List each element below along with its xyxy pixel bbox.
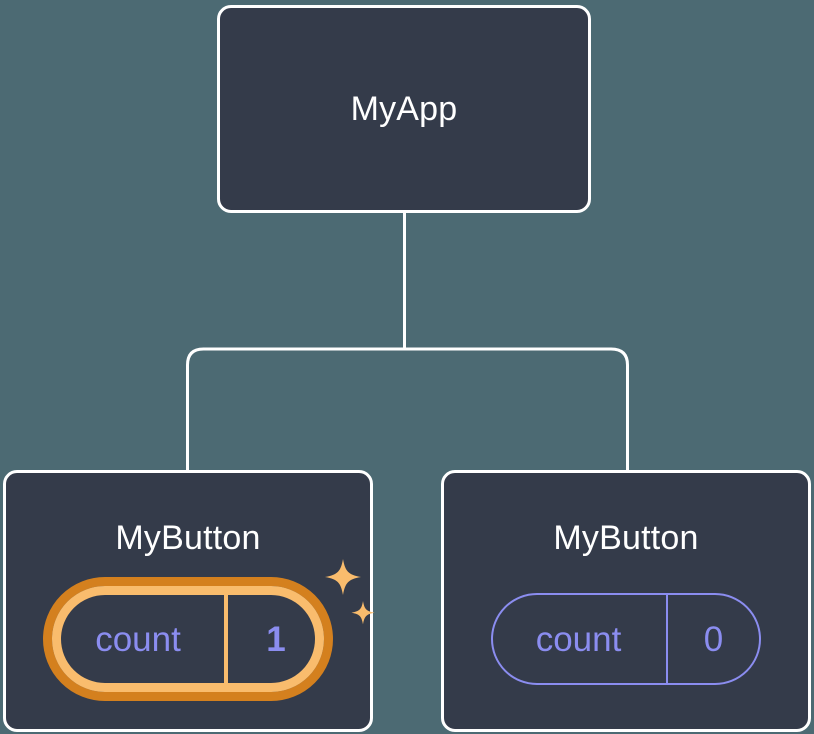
state-value-label: 0: [703, 619, 724, 659]
state-key-label: count: [52, 586, 228, 692]
state-pill-highlighted[interactable]: count 1: [43, 577, 333, 701]
sparkle-icon-large: [325, 559, 361, 595]
component-node-mybutton-left[interactable]: MyButton count 1: [3, 470, 375, 732]
component-name-label: MyApp: [350, 90, 458, 128]
component-node-root[interactable]: MyApp: [217, 5, 591, 213]
component-node-mybutton-right[interactable]: MyButton count 0: [441, 470, 811, 732]
sparkle-icon-small: [351, 601, 375, 625]
state-pill[interactable]: count 0: [491, 593, 761, 685]
state-key-label: count: [493, 595, 668, 683]
state-pill-wrapper: count 0: [491, 593, 761, 685]
connector-branch: [186, 347, 629, 470]
state-value-label: 1: [266, 619, 286, 659]
component-name-label: MyButton: [115, 519, 261, 557]
state-pill-wrapper: count 1: [43, 559, 375, 701]
component-name-label: MyButton: [553, 519, 699, 557]
